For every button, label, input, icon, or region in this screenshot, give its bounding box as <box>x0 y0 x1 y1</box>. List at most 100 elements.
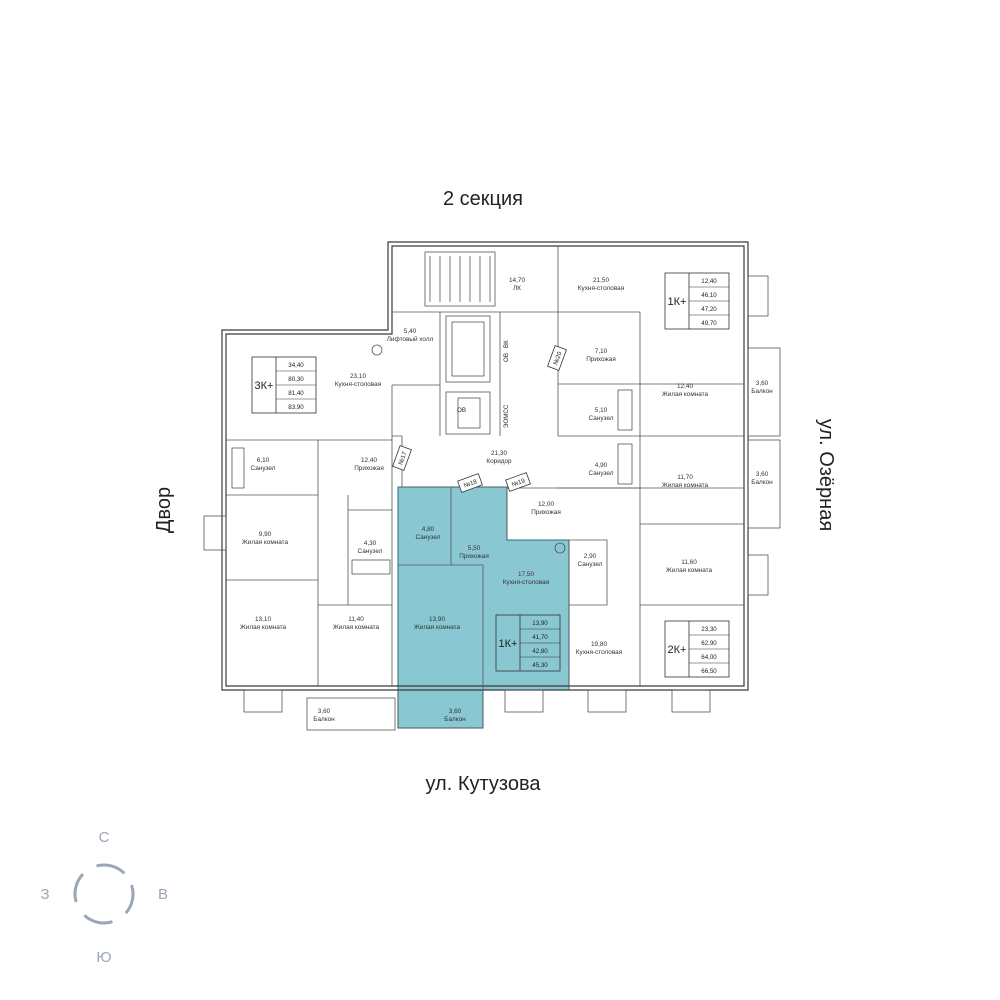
room-name: Жилая комната <box>666 567 713 574</box>
room-area: 21,50 <box>593 277 609 284</box>
apartment-type: 1К+ <box>668 296 687 308</box>
apartment-area-value: 45,30 <box>532 662 548 669</box>
street-right: ул. Озёрная <box>815 419 837 531</box>
apartment-area-value: 64,00 <box>701 654 717 661</box>
room-name: Санузел <box>416 534 441 541</box>
room-area: 13,10 <box>255 616 271 623</box>
room-area: 11,70 <box>677 474 693 481</box>
apartment-area-value: 49,70 <box>701 320 717 327</box>
apartment-info-block[interactable]: 1К+ 12,40 46,10 47,20 49,70 <box>664 272 730 330</box>
room-name: Прихожая <box>354 465 384 472</box>
room-name: ЛК <box>513 285 521 292</box>
apt-number-tag: №19 <box>511 477 527 488</box>
apt-number-tag: №18 <box>463 478 479 489</box>
room-name: Балкон <box>313 716 335 723</box>
compass-east: В <box>158 886 168 903</box>
apartment-type: 3К+ <box>255 380 274 392</box>
apt-number-tag: №17 <box>397 450 408 466</box>
apartment-area-value: 47,20 <box>701 306 717 313</box>
room-area: 23,10 <box>350 373 366 380</box>
shaft-label: ОВ <box>457 407 466 414</box>
apartment-type: 1К+ <box>499 638 518 650</box>
room-area: 12,40 <box>677 383 693 390</box>
room-name: Жилая комната <box>662 391 709 398</box>
room-area: 9,90 <box>259 531 272 538</box>
room-name: Прихожая <box>531 509 561 516</box>
street-bottom: ул. Кутузова <box>426 773 542 795</box>
room-area: 3,60 <box>449 708 462 715</box>
shaft-label: ЭОМСС <box>503 404 510 428</box>
apartment-area-value: 12,40 <box>701 278 717 285</box>
room-name: Балкон <box>444 716 466 723</box>
room-area: 14,70 <box>509 277 525 284</box>
apartment-area-value: 62,90 <box>701 640 717 647</box>
compass-west: З <box>40 886 49 903</box>
room-name: Жилая комната <box>414 624 461 631</box>
apartment-area-value: 81,40 <box>288 390 304 397</box>
apartment-area-value: 83,90 <box>288 404 304 411</box>
compass-ring-icon <box>73 863 135 925</box>
room-name: Кухня-столовая <box>335 381 382 388</box>
apartment-info-blocks: 3К+ 34,40 80,30 81,40 83,90 1К+ 12,40 46,10 47,2… <box>251 272 730 678</box>
room-name: Санузел <box>358 548 383 555</box>
apartment-area-value: 80,30 <box>288 376 304 383</box>
apartment-area-value: 23,30 <box>701 626 717 633</box>
room-name: Балкон <box>751 388 773 395</box>
room-name: Санузел <box>251 465 276 472</box>
room-name: Кухня-столовая <box>576 649 623 656</box>
shaft-label: ОВ <box>503 353 510 362</box>
room-name: Кухня-столовая <box>578 285 625 292</box>
apartment-area-value: 34,40 <box>288 362 304 369</box>
room-area: 11,40 <box>348 616 364 623</box>
room-area: 4,80 <box>422 526 435 533</box>
room-area: 3,60 <box>756 471 769 478</box>
apartment-area-value: 66,50 <box>701 668 717 675</box>
apartment-area-value: 13,90 <box>532 620 548 627</box>
room-area: 6,10 <box>257 457 270 464</box>
room-name: Прихожая <box>459 553 489 560</box>
room-name: Жилая комната <box>333 624 380 631</box>
room-area: 3,60 <box>318 708 331 715</box>
apartment-number-tags: №17 №18 №19 №20 <box>392 345 567 493</box>
apartment-area-value: 46,10 <box>701 292 717 299</box>
building-walls <box>203 241 781 731</box>
room-area: 4,30 <box>364 540 377 547</box>
section-title: 2 секция <box>443 188 523 210</box>
room-area: 5,50 <box>468 545 481 552</box>
room-area: 5,10 <box>595 407 608 414</box>
room-name: Санузел <box>589 415 614 422</box>
compass: С Ю З В <box>40 829 168 966</box>
room-name: Санузел <box>578 561 603 568</box>
apartment-info-block[interactable]: 2К+ 23,30 62,90 64,00 66,50 <box>664 620 730 678</box>
room-area: 5,40 <box>404 328 417 335</box>
room-name: Жилая комната <box>662 482 709 489</box>
room-area: 17,50 <box>518 571 534 578</box>
room-name: Прихожая <box>586 356 616 363</box>
apt-number-tag: №20 <box>552 350 563 366</box>
room-area: 4,90 <box>595 462 608 469</box>
apartment-info-block[interactable]: 3К+ 34,40 80,30 81,40 83,90 <box>251 356 317 414</box>
room-name: Жилая комната <box>240 624 287 631</box>
room-name: Кухня-столовая <box>503 579 550 586</box>
room-name: Жилая комната <box>242 539 289 546</box>
room-area: 21,30 <box>491 450 507 457</box>
compass-north: С <box>99 829 110 846</box>
shaft-label: ВК <box>503 340 510 348</box>
compass-south: Ю <box>96 949 111 966</box>
street-left: Двор <box>153 487 175 533</box>
apartment-area-value: 41,70 <box>532 634 548 641</box>
room-name: Коридор <box>486 458 512 465</box>
room-area: 12,00 <box>538 501 554 508</box>
room-area: 2,90 <box>584 553 597 560</box>
room-area: 11,60 <box>681 559 697 566</box>
room-name: Лифтовый холл <box>387 335 434 343</box>
room-area: 12,40 <box>361 457 377 464</box>
apartment-type: 2К+ <box>668 644 687 656</box>
room-area: 19,80 <box>591 641 607 648</box>
room-area: 3,60 <box>756 380 769 387</box>
room-name: Балкон <box>751 479 773 486</box>
room-area: 7,10 <box>595 348 608 355</box>
